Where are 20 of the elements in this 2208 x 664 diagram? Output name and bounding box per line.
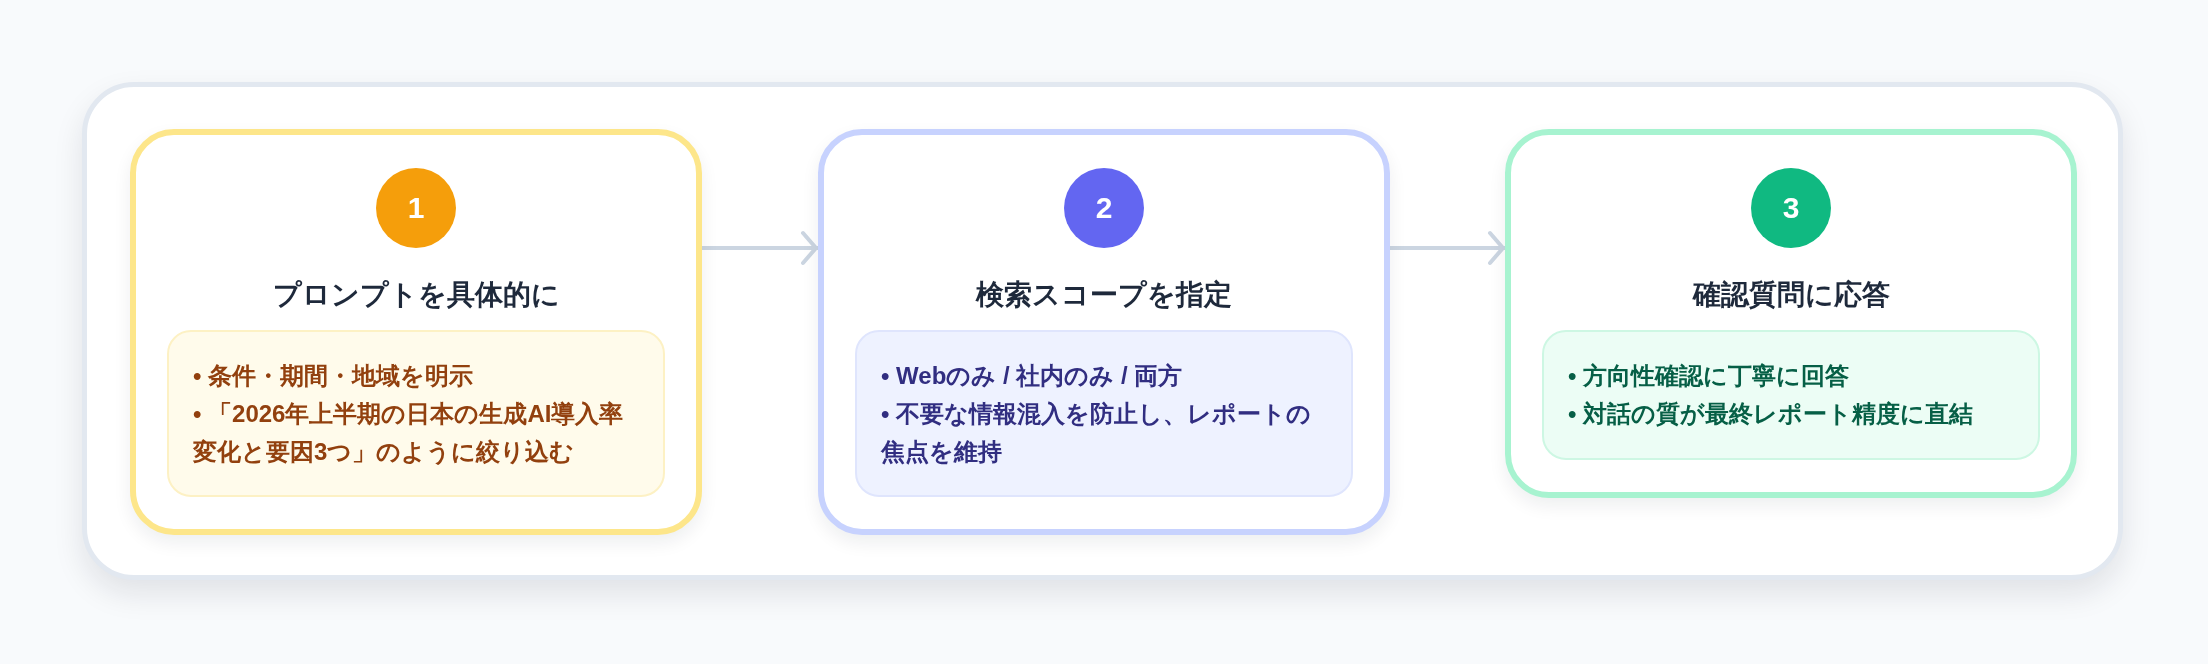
arrow (1390, 231, 1505, 265)
bullet-item: • 方向性確認に丁寧に回答 (1568, 361, 1850, 391)
step-title: 確認質問に応答 (1692, 278, 1890, 312)
bullet-item: • 対話の質が最終レポート精度に直結 (1568, 399, 1974, 429)
step-number: 2 (1064, 168, 1144, 248)
bullet-item: • 「2026年上半期の日本の生成AI導入率変化と要因3つ」のように絞り込む (193, 399, 625, 467)
arrow (702, 231, 818, 265)
note-box (855, 330, 1353, 497)
step-card (1505, 129, 2077, 498)
step-number: 3 (1751, 168, 1831, 248)
bullet-item: • 不要な情報混入を防止し、レポートの焦点を維持 (881, 399, 1313, 467)
bullet-item: • Webのみ / 社内のみ / 両方 (881, 361, 1183, 391)
bullet-item: • 条件・期間・地域を明示 (193, 361, 474, 391)
note-box (1542, 330, 2040, 460)
step-card (130, 129, 702, 535)
step-card (818, 129, 1390, 535)
step-title: プロンプトを具体的に (272, 278, 560, 312)
step-title: 検索スコープを指定 (976, 278, 1232, 312)
step-number: 1 (376, 168, 456, 248)
note-box (167, 330, 665, 497)
